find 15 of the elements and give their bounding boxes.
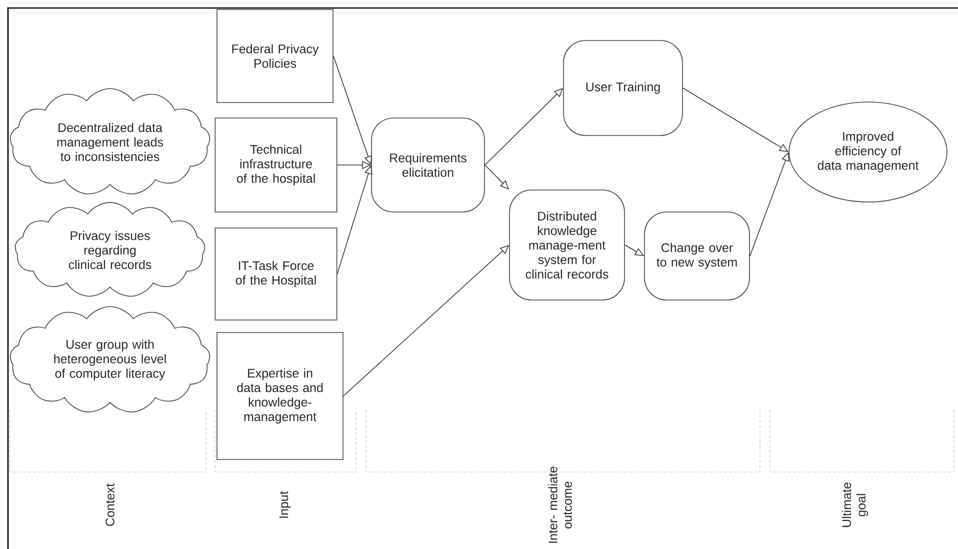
outcome-box: Change over to new system <box>644 212 750 300</box>
column-label: Inter- mediate outcome <box>548 466 572 543</box>
outcome-box: User Training <box>563 40 683 136</box>
context-cloud: Privacy issues regarding clinical records <box>14 202 206 297</box>
input-box: IT-Task Force of the Hospital <box>214 228 338 320</box>
context-cloud: Decentralized data management leads to inconsistencies <box>10 88 210 194</box>
input-box: Expertise in data bases and knowledge-management <box>216 332 344 460</box>
column-label: Context <box>106 484 114 526</box>
outcome-box: Requirements elicitation <box>371 118 485 212</box>
input-box: Technical infrastructure of the hospital <box>214 118 338 212</box>
input-box: Federal Privacy Policies <box>216 9 334 103</box>
outcome-box: Distributed knowledge manage-ment system for clinical records <box>509 190 625 300</box>
context-cloud: User group with heterogeneous level of computer literacy <box>10 306 210 412</box>
column-label: Input <box>279 491 291 518</box>
column-label: Ultimate goal <box>842 482 868 527</box>
